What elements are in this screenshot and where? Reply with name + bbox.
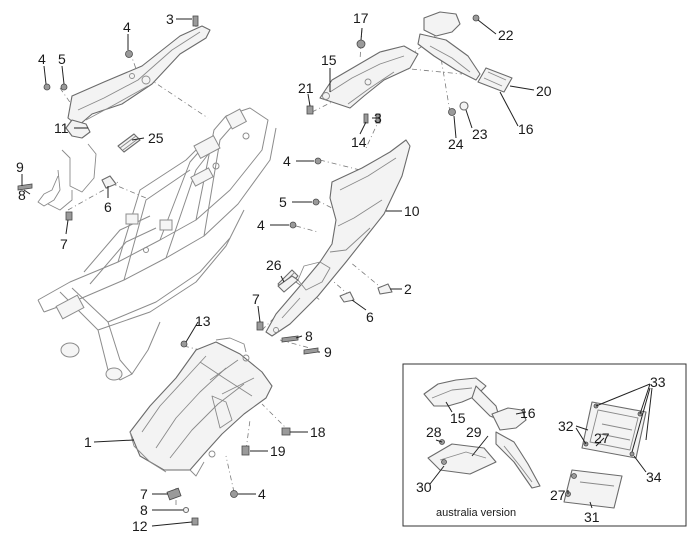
callout-3: 3: [374, 110, 382, 126]
callout-17: 17: [353, 10, 369, 26]
washer-icon: [459, 101, 469, 111]
bolt-icon: [281, 335, 299, 343]
callout-14: 14: [351, 134, 367, 150]
callout-4: 4: [283, 153, 291, 169]
callout-25: 25: [148, 130, 164, 146]
callout-32: 32: [558, 418, 574, 434]
callout-9: 9: [324, 344, 332, 360]
callout-1: 1: [84, 434, 92, 450]
screw-icon: [191, 517, 199, 526]
callout-5: 5: [279, 194, 287, 210]
callout-8: 8: [305, 328, 313, 344]
left-side-fairing: [37, 25, 211, 211]
washer-icon: [182, 506, 190, 514]
callout-33: 33: [650, 374, 666, 390]
bracket-icon: [377, 283, 393, 295]
reflector-bracket: [277, 275, 299, 293]
callout-5: 5: [58, 51, 66, 67]
callout-7: 7: [140, 486, 148, 502]
bracket-icon: [101, 175, 117, 189]
callout-4: 4: [257, 217, 265, 233]
callout-24: 24: [448, 136, 464, 152]
callout-15: 15: [450, 410, 466, 426]
left-hardware: [17, 15, 199, 221]
callout-28: 28: [426, 424, 442, 440]
callout-16: 16: [520, 405, 536, 421]
callout-27: 27: [594, 430, 610, 446]
number-plate-holder: [417, 11, 513, 116]
callout-4: 4: [38, 51, 46, 67]
nut-icon: [230, 490, 238, 498]
bolt-icon: [363, 113, 369, 124]
nut-icon: [43, 83, 51, 91]
callout-16: 16: [518, 121, 534, 137]
clip-icon: [117, 133, 141, 153]
callout-34: 34: [646, 469, 662, 485]
bolt-icon: [65, 211, 73, 221]
nut-icon: [60, 83, 68, 91]
leader-lines: [21, 18, 653, 527]
grommet-icon: [356, 39, 366, 49]
callout-29: 29: [466, 424, 482, 440]
nut-icon: [314, 157, 322, 165]
callout-11: 11: [54, 120, 69, 136]
inset-australia-version: [402, 363, 687, 527]
screw-icon: [472, 14, 480, 22]
inset-caption: australia version: [436, 507, 516, 519]
callout-12: 12: [132, 518, 148, 534]
bracket-icon: [166, 487, 182, 501]
callout-6: 6: [104, 199, 112, 215]
tail-light-support: [306, 39, 419, 115]
washer-icon: [125, 50, 133, 58]
callout-18: 18: [310, 424, 326, 440]
callout-4: 4: [123, 19, 131, 35]
callout-7: 7: [60, 236, 68, 252]
bracket-icon: [339, 291, 355, 303]
bolt-icon: [192, 15, 199, 27]
bolt-icon: [306, 105, 314, 115]
callout-2: 2: [404, 281, 412, 297]
callout-21: 21: [298, 80, 314, 96]
callout-4: 4: [258, 486, 266, 502]
callout-13: 13: [195, 313, 211, 329]
callout-3: 3: [166, 11, 174, 27]
callout-9: 9: [16, 159, 24, 175]
callout-10: 10: [404, 203, 420, 219]
bolt-icon: [303, 347, 319, 355]
rear-subframe: [37, 107, 277, 381]
nut-icon: [289, 221, 297, 229]
callout-19: 19: [270, 443, 286, 459]
bolt-icon: [256, 321, 264, 331]
callout-30: 30: [416, 479, 432, 495]
callout-26: 26: [266, 257, 282, 273]
right-side-fairing: [265, 139, 411, 337]
callout-23: 23: [472, 126, 488, 142]
callout-8: 8: [18, 187, 26, 203]
callout-labels: 3 4 4 5 11 25 9 8 6 7 17 15 21 14 3 4 5 …: [16, 10, 666, 534]
callout-31: 31: [584, 509, 600, 525]
callout-8: 8: [140, 502, 148, 518]
nut-icon: [312, 198, 320, 206]
bolt-icon: [281, 427, 291, 436]
callout-27: 27: [550, 487, 566, 503]
callout-15: 15: [321, 52, 337, 68]
bolt-icon: [241, 445, 250, 456]
nut-icon: [448, 108, 456, 116]
callout-22: 22: [498, 27, 514, 43]
rear-undertray: [129, 337, 291, 526]
nut-icon: [180, 340, 188, 348]
callout-7: 7: [252, 291, 260, 307]
callout-6: 6: [366, 309, 374, 325]
callout-20: 20: [536, 83, 552, 99]
